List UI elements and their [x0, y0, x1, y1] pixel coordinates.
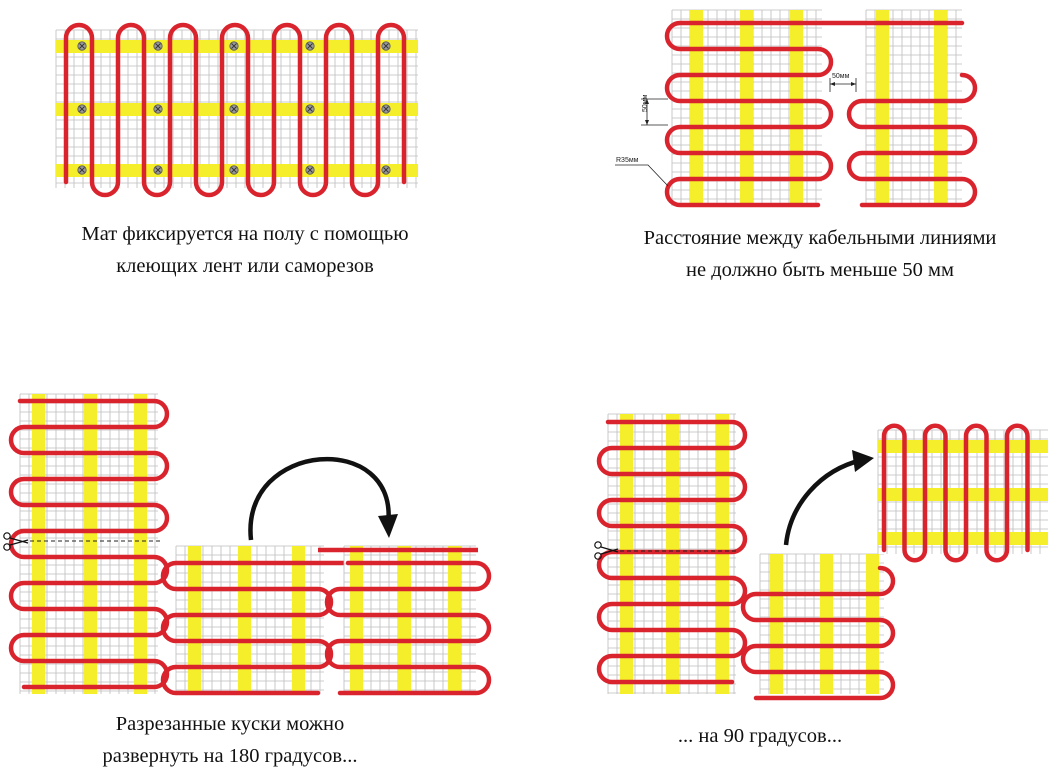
- mesh-background: [176, 546, 324, 694]
- screw-icon: [153, 41, 163, 51]
- mesh-background: [760, 554, 884, 694]
- spacing-label: 50мм: [642, 94, 649, 112]
- screw-icon: [153, 104, 163, 114]
- heating-cable: [740, 565, 896, 701]
- heating-cable: [596, 419, 748, 685]
- screw-icon: [305, 41, 315, 51]
- scissors-icon: [3, 532, 29, 551]
- caption-spacing-line-1: Расстояние между кабельными линиями: [643, 227, 997, 249]
- mesh-grid: [175, 545, 324, 694]
- dimension-line: [829, 78, 857, 92]
- curved-arrow-icon: [783, 450, 874, 546]
- cable-right-section: [846, 72, 978, 208]
- screw-icon: [229, 41, 239, 51]
- mesh-grid: [877, 429, 1048, 554]
- tape-strip: [56, 164, 418, 177]
- mat-fixing: [55, 22, 418, 198]
- dimension-line: [641, 98, 668, 126]
- screw-icon: [381, 41, 391, 51]
- mesh-grid: [865, 9, 962, 206]
- heating-cable: [160, 560, 351, 696]
- caption-rotate-180: Разрезанные куски можно развернуть на 18…: [20, 708, 440, 772]
- mesh-grid: [343, 545, 476, 694]
- tape-strip: [448, 546, 461, 694]
- caption-rotate-90-line-1: ... на 90 градусов...: [677, 725, 843, 747]
- mesh-grid: [55, 29, 418, 188]
- mesh-background: [672, 10, 822, 206]
- gap-label: 50мм: [832, 73, 850, 80]
- tape-strip: [238, 546, 251, 694]
- caption-rotate-180-line-1: Разрезанные куски можно: [115, 713, 345, 735]
- tape-strip: [878, 532, 1048, 545]
- mesh-background: [878, 430, 1048, 554]
- tape-strip: [878, 440, 1048, 453]
- mat-rotate-180: [3, 393, 492, 696]
- radius-leader: [615, 164, 669, 187]
- tape-strip: [134, 394, 147, 694]
- screw-icon: [153, 165, 163, 175]
- dimension-arrow: [830, 82, 856, 86]
- screw-icon: [305, 104, 315, 114]
- mat-rotate-90: [594, 413, 1048, 701]
- mesh-background: [56, 30, 418, 188]
- mesh-background: [344, 546, 476, 694]
- scissors-icon: [594, 541, 619, 560]
- caption-rotate-90: ... на 90 градусов...: [600, 720, 920, 752]
- tape-strip: [770, 554, 783, 694]
- tape-strip: [820, 554, 833, 694]
- tape-strip: [876, 10, 889, 206]
- tape-strip: [84, 394, 97, 694]
- heating-cable: [324, 560, 492, 696]
- dimension-arrow: [645, 99, 649, 125]
- screw-icon: [229, 104, 239, 114]
- mesh-background: [866, 10, 962, 206]
- tape-strip: [790, 10, 803, 206]
- caption-fixing: Мат фиксируется на полу с помощью клеющи…: [20, 218, 470, 282]
- caption-fixing-line-2: клеющих лент или саморезов: [116, 255, 374, 277]
- screw-icon: [305, 165, 315, 175]
- screw-icon: [77, 165, 87, 175]
- screw-icon: [381, 104, 391, 114]
- tape-strip: [740, 10, 753, 206]
- heating-cable: [8, 398, 170, 690]
- screw-icon: [77, 104, 87, 114]
- tape-strip: [32, 394, 45, 694]
- caption-rotate-180-line-2: развернуть на 180 градусов...: [102, 745, 358, 767]
- mesh-grid: [759, 553, 884, 694]
- tape-strip: [878, 488, 1048, 501]
- mesh-background: [20, 394, 158, 694]
- tape-strip: [666, 414, 679, 694]
- tape-strip: [56, 103, 418, 116]
- mesh-grid: [671, 9, 822, 206]
- tape-strip: [620, 414, 633, 694]
- tape-strip: [866, 554, 879, 694]
- caption-fixing-line-1: Мат фиксируется на полу с помощью: [81, 223, 409, 245]
- tape-strip: [56, 40, 418, 53]
- screw-icon: [229, 165, 239, 175]
- caption-spacing: Расстояние между кабельными линиями не д…: [580, 222, 1054, 286]
- heating-cable: [664, 20, 965, 208]
- caption-spacing-line-2: не должно быть меньше 50 мм: [686, 259, 954, 281]
- radius-label: R35мм: [616, 157, 639, 164]
- tape-strip: [188, 546, 201, 694]
- screw-icon: [381, 165, 391, 175]
- mesh-background: [608, 414, 736, 694]
- heating-cable: [63, 22, 407, 198]
- tape-strip: [292, 546, 305, 694]
- heating-cable: [881, 423, 1030, 563]
- mesh-grid: [19, 393, 158, 694]
- tape-strip: [398, 546, 411, 694]
- tape-strip: [934, 10, 947, 206]
- tape-strip: [690, 10, 703, 206]
- tape-strip: [350, 546, 363, 694]
- screw-icon: [77, 41, 87, 51]
- mesh-grid: [607, 413, 736, 694]
- tape-strip: [716, 414, 729, 694]
- heating-cable: [846, 72, 978, 208]
- curved-arrow-icon: [248, 456, 398, 541]
